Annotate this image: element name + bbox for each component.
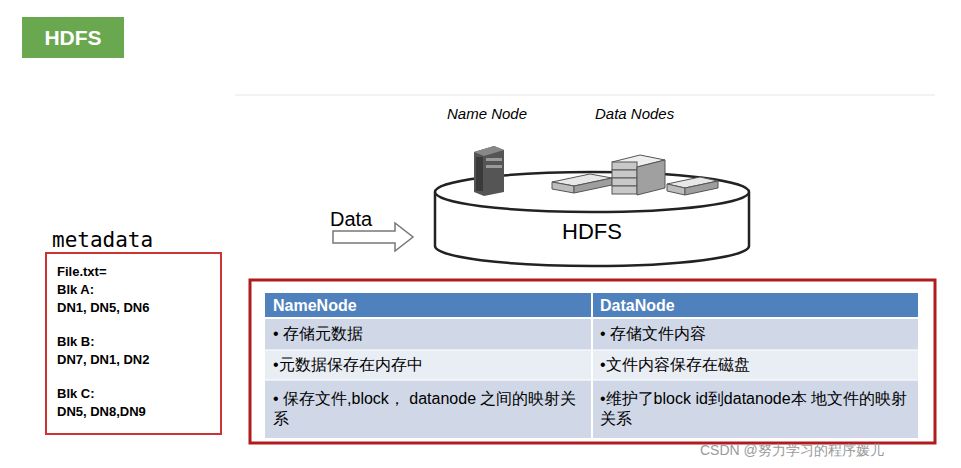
table-divider: [591, 293, 593, 438]
table-row: [265, 380, 918, 438]
table-divider: [265, 350, 918, 351]
table-header: [265, 293, 918, 318]
separator-line: [235, 95, 935, 96]
table-cell: • 保存文件,block， datanode 之间的映射关系: [265, 380, 592, 438]
data-label: Data: [330, 206, 410, 232]
metadata-line: Blk B:: [57, 334, 95, 350]
table-cell: •文件内容保存在磁盘: [592, 350, 918, 380]
watermark: CSDN @努力学习的程序媛儿: [700, 440, 958, 462]
table-row: [265, 350, 918, 380]
metadata-line: Blk C:: [57, 386, 95, 402]
table-header-cell: DataNode: [592, 293, 918, 318]
metadata-line: Blk A:: [57, 282, 94, 298]
table-header-cell: NameNode: [265, 293, 592, 318]
metadata-line: DN5, DN8,DN9: [57, 404, 146, 420]
metadata-heading: metadata: [52, 227, 153, 253]
cylinder-outline: [432, 168, 752, 268]
metadata-line: File.txt=: [57, 264, 107, 280]
table-divider: [265, 317, 918, 319]
table-cell: • 存储文件内容: [592, 318, 918, 350]
disk-label: HDFS: [432, 218, 752, 246]
table-row: [265, 318, 918, 350]
table-divider: [265, 380, 918, 381]
component-label: Name Node: [447, 104, 577, 124]
component-label: Data Nodes: [595, 104, 725, 124]
table-cell: •元数据保存在内存中: [265, 350, 592, 380]
table-cell: •维护了block id到datanode本 地文件的映射关系: [592, 380, 918, 438]
table-frame: [250, 280, 935, 443]
hdfs-disk: HDFS: [432, 168, 752, 268]
title-badge: HDFS: [22, 17, 124, 58]
metadata-line: DN1, DN5, DN6: [57, 300, 149, 316]
table-cell: • 存储元数据: [265, 318, 592, 350]
metadata-line: DN7, DN1, DN2: [57, 352, 149, 368]
metadata-box: metadataFile.txt=Blk A:DN1, DN5, DN6Blk …: [45, 252, 222, 435]
